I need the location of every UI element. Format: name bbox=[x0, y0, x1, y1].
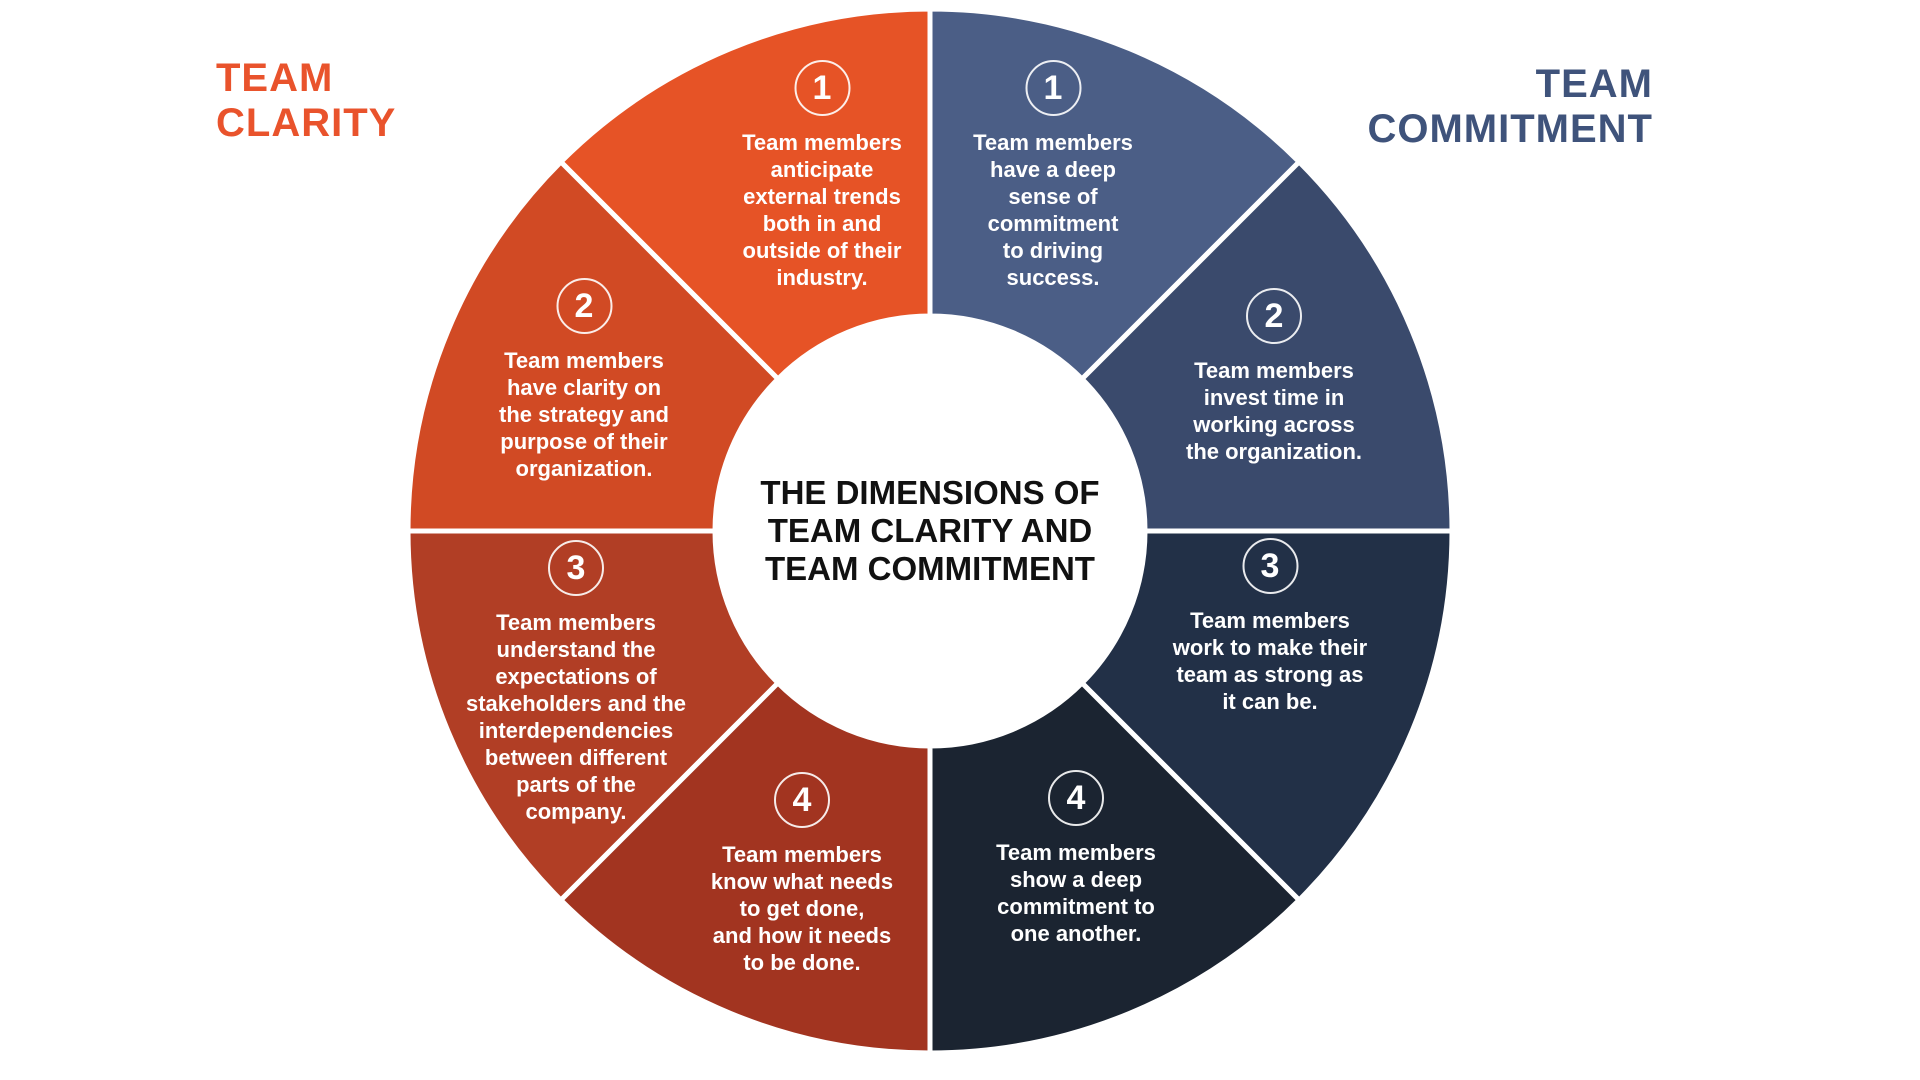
segment-description: Team members invest time in working acro… bbox=[1186, 358, 1362, 464]
team-clarity-heading: TEAM CLARITY bbox=[216, 56, 397, 145]
segment-commitment-1: 1 Team members have a deep sense of comm… bbox=[941, 60, 1166, 291]
segment-number-badge: 2 bbox=[556, 278, 612, 334]
segment-description: Team members show a deep commitment to o… bbox=[996, 840, 1156, 946]
team-commitment-heading: TEAM COMMITMENT bbox=[1367, 62, 1653, 151]
segment-clarity-3: 3 Team members understand the expectatio… bbox=[426, 540, 726, 825]
segment-clarity-4: 4 Team members know what needs to get do… bbox=[677, 772, 927, 976]
segment-number-badge: 3 bbox=[1242, 538, 1298, 594]
segment-clarity-2: 2 Team members have clarity on the strat… bbox=[467, 278, 702, 482]
segment-description: Team members work to make their team as … bbox=[1172, 608, 1368, 714]
center-title: THE DIMENSIONS OF TEAM CLARITY AND TEAM … bbox=[760, 474, 1100, 587]
segment-number-badge: 3 bbox=[548, 540, 604, 596]
segment-description: Team members have clarity on the strateg… bbox=[499, 348, 669, 481]
segment-description: Team members understand the expectations… bbox=[465, 610, 687, 824]
segment-description: Team members know what needs to get done… bbox=[710, 842, 894, 975]
segment-description: Team members have a deep sense of commit… bbox=[973, 130, 1133, 290]
segment-number-badge: 4 bbox=[774, 772, 830, 828]
segment-number-badge: 2 bbox=[1246, 288, 1302, 344]
segment-commitment-4: 4 Team members show a deep commitment to… bbox=[961, 770, 1191, 947]
segment-clarity-1: 1 Team members anticipate external trend… bbox=[700, 60, 945, 291]
segment-commitment-2: 2 Team members invest time in working ac… bbox=[1154, 288, 1394, 465]
segment-number-badge: 1 bbox=[1025, 60, 1081, 116]
segment-commitment-3: 3 Team members work to make their team a… bbox=[1143, 538, 1398, 715]
segment-number-badge: 4 bbox=[1048, 770, 1104, 826]
wheel-center-hole: THE DIMENSIONS OF TEAM CLARITY AND TEAM … bbox=[715, 316, 1145, 746]
segment-number-badge: 1 bbox=[794, 60, 850, 116]
segment-description: Team members anticipate external trends … bbox=[742, 130, 902, 290]
